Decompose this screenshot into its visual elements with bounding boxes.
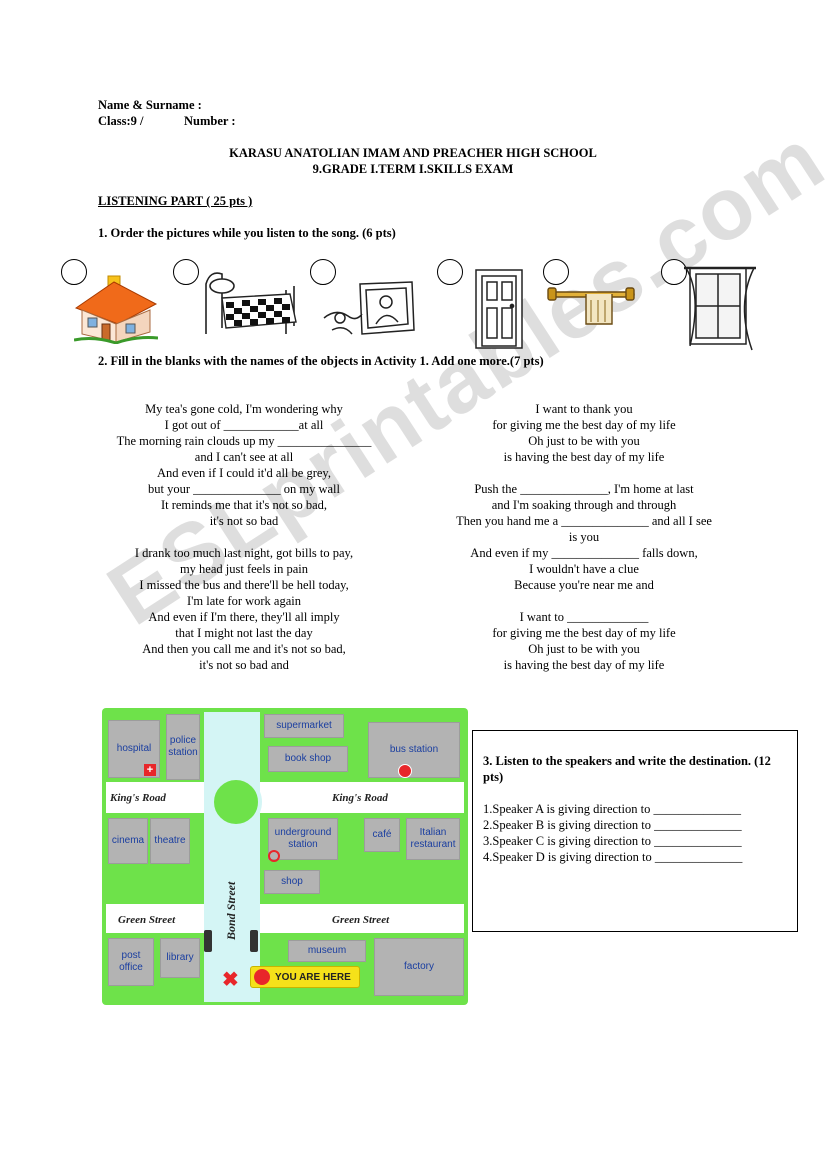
name-surname-label: Name & Surname : — [98, 98, 202, 112]
library-block: library — [160, 938, 200, 978]
green-street-label-right: Green Street — [332, 914, 390, 926]
traffic-light-icon — [250, 930, 258, 952]
cafe-block: café — [364, 818, 400, 852]
lyric-line: I wouldn't have a clue — [529, 562, 639, 576]
number-label: Number : — [184, 114, 236, 128]
supermarket-block: supermarket — [264, 714, 344, 738]
lyric-line: Because you're near me and — [514, 578, 654, 592]
speaker-line: 4.Speaker D is giving direction to _____… — [483, 850, 743, 864]
italian-restaurant-block: Italian restaurant — [406, 818, 460, 860]
town-map: hospital + police station supermarket bo… — [102, 708, 468, 1005]
house-icon — [74, 275, 158, 344]
lyrics-right: I want to thank you for giving me the be… — [432, 401, 736, 673]
order-circle-5[interactable] — [543, 259, 569, 285]
lyric-line: Push the ______________, I'm home at las… — [474, 482, 694, 496]
lyric-line: I drank too much last night, got bills t… — [134, 546, 354, 560]
lyric-line: I missed the bus and there'll be hell to… — [139, 578, 349, 592]
book-shop-block: book shop — [268, 746, 348, 772]
lyric-line: but your ______________ on my wall — [147, 482, 340, 496]
door-icon — [475, 269, 523, 349]
lyric-line: The morning rain clouds up my __________… — [116, 434, 372, 448]
kings-road — [106, 782, 464, 813]
lyric-line: for giving me the best day of my life — [492, 626, 676, 640]
lyric-line: is having the best day of my life — [503, 658, 665, 672]
question-2-title: 2. Fill in the blanks with the names of … — [98, 354, 544, 368]
order-circle-3[interactable] — [310, 259, 336, 285]
lyric-line: it's not so bad — [209, 514, 279, 528]
section-title: LISTENING PART ( 25 pts ) — [98, 194, 253, 208]
theatre-block: theatre — [150, 818, 190, 864]
hospital-cross-icon: + — [144, 764, 156, 776]
cinema-block: cinema — [108, 818, 148, 864]
traffic-light-icon — [204, 930, 212, 952]
kings-road-label-left: King's Road — [110, 792, 166, 804]
lyric-line: my head just feels in pain — [179, 562, 309, 576]
bed-icon — [205, 272, 297, 334]
lyric-line: I'm late for work again — [186, 594, 301, 608]
bus-station-icon — [398, 764, 412, 778]
lyric-line: for giving me the best day of my life — [492, 418, 676, 432]
lyric-line: that I might not last the day — [175, 626, 313, 640]
lyric-line: is you — [568, 530, 600, 544]
exam-title: 9.GRADE I.TERM I.SKILLS EXAM — [312, 162, 514, 176]
lyric-line: It reminds me that it's not so bad, — [160, 498, 328, 512]
lyric-line: is having the best day of my life — [503, 450, 665, 464]
lyrics-left: My tea's gone cold, I'm wondering why I … — [92, 401, 396, 673]
question-3-box: 3. Listen to the speakers and write the … — [472, 730, 798, 932]
class-label: Class:9 / — [98, 114, 144, 128]
lyric-line: And even if I could it'd all be grey, — [157, 466, 331, 480]
lyric-line: And even if I'm there, they'll all imply — [148, 610, 340, 624]
green-street-label-left: Green Street — [118, 914, 176, 926]
lyric-line: I want to thank you — [535, 402, 633, 416]
post-office-block: post office — [108, 938, 154, 986]
lyric-line: it's not so bad and — [199, 658, 289, 672]
order-circle-4[interactable] — [437, 259, 463, 285]
museum-block: museum — [288, 940, 366, 962]
lyric-line: I want to _____________ — [519, 610, 649, 624]
factory-block: factory — [374, 938, 464, 996]
question-1-title: 1. Order the pictures while you listen t… — [98, 226, 396, 240]
bond-street-label: Bond Street — [224, 881, 238, 940]
order-circle-6[interactable] — [661, 259, 687, 285]
lyric-line: My tea's gone cold, I'm wondering why — [145, 402, 343, 416]
location-pin-icon — [254, 969, 270, 985]
lyric-line: Then you hand me a ______________ and al… — [456, 514, 712, 528]
you-are-here-label: YOU ARE HERE — [250, 966, 360, 988]
lyric-line: and I'm soaking through and through — [491, 498, 677, 512]
bond-street — [204, 712, 260, 1002]
lyric-line: I got out of ____________at all — [164, 418, 324, 432]
underground-icon — [268, 850, 280, 862]
school-title: KARASU ANATOLIAN IMAM AND PREACHER HIGH … — [229, 146, 597, 160]
window-icon — [684, 266, 756, 351]
speaker-line: 3.Speaker C is giving direction to _____… — [483, 834, 742, 848]
shop-block: shop — [264, 870, 320, 894]
police-station-block: police station — [166, 714, 200, 780]
lyric-line: And then you call me and it's not so bad… — [142, 642, 346, 656]
order-circle-2[interactable] — [173, 259, 199, 285]
lyric-line: And even if my ______________ falls down… — [470, 546, 698, 560]
lyric-line: Oh just to be with you — [528, 434, 640, 448]
lyric-line: Oh just to be with you — [528, 642, 640, 656]
speaker-line: 2.Speaker B is giving direction to _____… — [483, 818, 742, 832]
lyric-line: and I can't see at all — [194, 450, 294, 464]
picture-frame-icon — [323, 281, 415, 335]
towel-rail-icon — [547, 287, 635, 325]
speaker-line: 1.Speaker A is giving direction to _____… — [483, 802, 741, 816]
kings-road-label-right: King's Road — [332, 792, 388, 804]
roundabout — [210, 776, 262, 828]
bus-station-block: bus station — [368, 722, 460, 778]
order-circle-1[interactable] — [61, 259, 87, 285]
question-3-title: 3. Listen to the speakers and write the … — [483, 754, 771, 784]
green-street — [106, 904, 464, 933]
cross-marker-icon: ✖ — [222, 969, 239, 991]
